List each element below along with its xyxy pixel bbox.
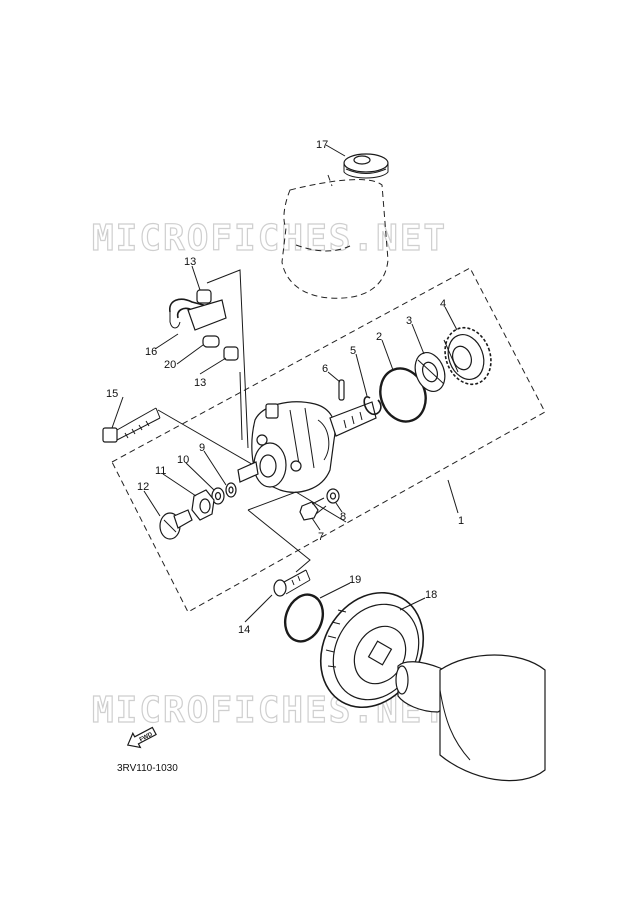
callout-13-upper: 13: [184, 256, 196, 268]
crankshaft: [395, 654, 546, 782]
drive-gear: [443, 326, 492, 386]
callout-3: 3: [406, 315, 412, 327]
diagram-code: 3RV110-1030: [117, 763, 178, 774]
callout-1: 1: [458, 515, 464, 527]
callout-6: 6: [322, 363, 328, 375]
assembly-outline: [111, 267, 546, 613]
callout-13-lower: 13: [194, 377, 206, 389]
callout-16: 16: [145, 346, 157, 358]
washer-right: [326, 488, 340, 504]
hose-sleeve-lower: [223, 346, 239, 361]
washer-medium: [211, 487, 225, 505]
callout-4: 4: [440, 298, 446, 310]
leader-lines: [111, 144, 459, 623]
callout-18: 18: [425, 589, 437, 601]
callout-2: 2: [376, 331, 382, 343]
watermark-top: MICROFICHES.NET: [92, 218, 447, 259]
washer-small: [225, 482, 237, 498]
oil-pump-body: [237, 401, 377, 493]
callout-8: 8: [340, 511, 346, 523]
callout-19: 19: [349, 574, 361, 586]
nut: [191, 489, 215, 521]
mounting-bolt: [273, 569, 311, 597]
callout-11: 11: [155, 465, 166, 477]
circlip: [363, 396, 382, 416]
callout-5: 5: [350, 345, 356, 357]
hose-sleeve-upper: [196, 289, 212, 304]
callout-20: 20: [164, 359, 176, 371]
oil-hose: [169, 298, 227, 331]
bearing: [414, 352, 446, 392]
callout-15: 15: [106, 388, 118, 400]
hose-clip: [202, 335, 220, 348]
callout-9: 9: [199, 442, 205, 454]
callout-12: 12: [137, 481, 149, 493]
oil-tank: [281, 174, 389, 299]
long-bolt: [102, 407, 161, 443]
dowel-pin: [338, 379, 345, 401]
tank-cap: [343, 153, 389, 179]
callout-7: 7: [318, 531, 324, 543]
o-ring-small: [283, 593, 325, 643]
callout-17: 17: [316, 139, 328, 151]
short-bolt: [299, 497, 327, 521]
callout-14: 14: [238, 624, 250, 636]
adjusting-screw: [159, 509, 193, 540]
callout-10: 10: [177, 454, 189, 466]
